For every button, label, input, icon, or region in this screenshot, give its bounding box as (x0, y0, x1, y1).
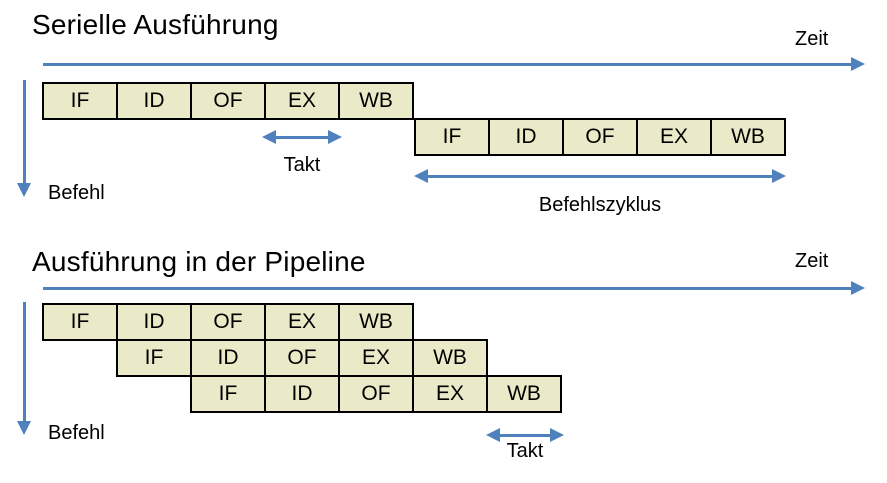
stage-cell: EX (412, 375, 488, 413)
serial-instruction-axis-arrow-icon (17, 80, 31, 197)
arrow-shaft (276, 135, 328, 139)
stage-cell: IF (42, 303, 118, 341)
serial-time-axis-arrow-icon (43, 57, 865, 71)
stage-cell: OF (562, 118, 638, 156)
serial-row-2: IF ID OF EX WB (414, 118, 786, 156)
arrow-head-right-icon (772, 169, 786, 183)
pipeline-title: Ausführung in der Pipeline (32, 246, 366, 277)
stage-cell: ID (116, 303, 192, 341)
stage-cell: WB (338, 303, 414, 341)
arrow-head-right-icon (851, 281, 865, 295)
pipeline-clock-arrow-icon (486, 428, 564, 442)
arrow-head-down-icon (17, 183, 31, 197)
arrow-shaft (43, 62, 851, 66)
pipeline-row-2: IF ID OF EX WB (116, 339, 488, 377)
pipeline-clock-label: Takt (506, 440, 544, 462)
serial-clock-label: Takt (283, 154, 321, 176)
pipeline-row-1: IF ID OF EX WB (42, 303, 414, 341)
arrow-shaft (428, 174, 772, 178)
stage-cell: IF (116, 339, 192, 377)
stage-cell: OF (338, 375, 414, 413)
arrow-shaft (22, 80, 26, 183)
pipeline-instruction-label: Befehl (48, 422, 105, 444)
stage-cell: WB (412, 339, 488, 377)
arrow-head-right-icon (328, 130, 342, 144)
instruction-cycle-arrow-icon (414, 169, 786, 183)
serial-row-1: IF ID OF EX WB (42, 82, 414, 120)
stage-cell: OF (264, 339, 340, 377)
serial-title: Serielle Ausführung (32, 9, 279, 40)
arrow-shaft (43, 286, 851, 290)
stage-cell: OF (190, 303, 266, 341)
pipeline-time-label: Zeit (795, 250, 829, 272)
stage-cell: WB (710, 118, 786, 156)
stage-cell: EX (338, 339, 414, 377)
stage-cell: EX (264, 303, 340, 341)
arrow-shaft (500, 433, 550, 437)
stage-cell: ID (488, 118, 564, 156)
stage-cell: WB (486, 375, 562, 413)
arrow-head-right-icon (550, 428, 564, 442)
arrow-head-left-icon (486, 428, 500, 442)
stage-cell: IF (42, 82, 118, 120)
stage-cell: ID (264, 375, 340, 413)
stage-cell: EX (264, 82, 340, 120)
arrow-head-left-icon (262, 130, 276, 144)
stage-cell: OF (190, 82, 266, 120)
stage-cell: WB (338, 82, 414, 120)
pipeline-instruction-axis-arrow-icon (17, 302, 31, 435)
arrow-shaft (22, 302, 26, 421)
stage-cell: ID (116, 82, 192, 120)
arrow-head-right-icon (851, 57, 865, 71)
serial-instruction-label: Befehl (48, 182, 105, 204)
stage-cell: EX (636, 118, 712, 156)
stage-cell: IF (414, 118, 490, 156)
instruction-cycle-label: Befehlszyklus (538, 194, 662, 216)
pipeline-time-axis-arrow-icon (43, 281, 865, 295)
stage-cell: IF (190, 375, 266, 413)
stage-cell: ID (190, 339, 266, 377)
serial-time-label: Zeit (795, 28, 829, 50)
arrow-head-down-icon (17, 421, 31, 435)
pipeline-row-3: IF ID OF EX WB (190, 375, 562, 413)
arrow-head-left-icon (414, 169, 428, 183)
serial-clock-arrow-icon (262, 130, 342, 144)
